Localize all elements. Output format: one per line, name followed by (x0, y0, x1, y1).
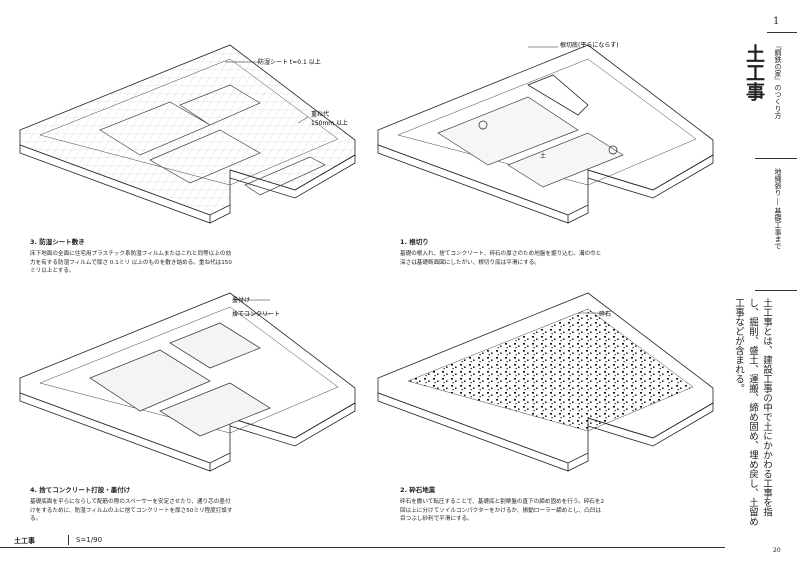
label-3-1: 重ね代 (311, 110, 329, 118)
series-title: 『鋼鉄の家』のつくり方 (774, 42, 782, 119)
footer-rule (0, 547, 725, 548)
sidebar: 1 『鋼鉄の家』のつくり方 土工事 地縄張り ― 基礎工事まで 土工事とは、建設… (725, 0, 800, 565)
drawing-panel-4 (19, 292, 356, 472)
caption-body: 砕石を撒いて転圧することで、基礎底と割栗盤の直下の締め固めを行う。砕石を2回以上… (400, 499, 605, 523)
caption-3: 3. 防湿シート敷き 床下地面の全面に住宅用プラスチック系防湿フィルムまたはこれ… (30, 236, 235, 276)
caption-2: 2. 砕石地業 砕石を撒いて転圧することで、基礎底と割栗盤の直下の締め固めを行う… (400, 484, 605, 524)
caption-title: 1. 根切り (400, 238, 429, 246)
caption-4: 4. 捨てコンクリート打設・墨付け 基礎底面を平らにならして配筋の際のスペーサー… (30, 484, 235, 524)
divider-top (767, 32, 797, 33)
label-4-1: 捨てコンクリート (232, 310, 280, 318)
drawing-panel-3 (19, 44, 356, 224)
footer-label: 土工事 (14, 537, 35, 545)
label-3-0: 防湿シート t=0.1 以上 (258, 58, 321, 66)
caption-title: 4. 捨てコンクリート打設・墨付け (30, 486, 131, 494)
footer-sep (68, 535, 69, 545)
drawing-panel-2 (377, 292, 714, 472)
caption-body: 基礎底面を平らにならして配筋の際のスペーサーを安定させたり、通り芯の墨付けをする… (30, 499, 233, 523)
caption-body: 床下地面の全面に住宅用プラスチック系防湿フィルムまたはこれと同等以上の効力を有す… (30, 251, 232, 275)
caption-1: 1. 根切り 基礎の根入れ、捨てコンクリート、砕石の厚さのため地盤を掘り込む。溝… (400, 236, 605, 267)
label-3-2: 150mm 以上 (311, 119, 348, 127)
scale-text: S=1/90 (76, 536, 103, 544)
drawings: 防湿シート t=0.1 以上 重ね代 150mm 以上 根切底(平らにならす) … (19, 41, 714, 472)
divider-mid (755, 158, 797, 159)
chapter-title: 土工事 (743, 44, 765, 101)
caption-title: 2. 砕石地業 (400, 486, 436, 494)
caption-title: 3. 防湿シート敷き (30, 238, 85, 246)
label-2-0: 砕石 (599, 310, 611, 318)
label-1-1: 土 (540, 152, 546, 160)
folio: 20 (773, 547, 781, 554)
intro-text: 土工事とは、建設工事の中で土にかかわる工事を指し、掘削、盛土、運搬、締め固め、埋… (733, 298, 772, 526)
page-number: 1 (773, 16, 780, 27)
label-1-0: 根切底(平らにならす) (560, 41, 619, 49)
label-4-0: 墨付け (232, 296, 250, 304)
chapter-range: 地縄張り ― 基礎工事まで (774, 168, 782, 250)
drawing-panel-1 (377, 44, 714, 224)
divider-low (755, 290, 797, 291)
caption-body: 基礎の根入れ、捨てコンクリート、砕石の厚さのため地盤を掘り込む。溝の巾と深さは基… (400, 251, 602, 266)
